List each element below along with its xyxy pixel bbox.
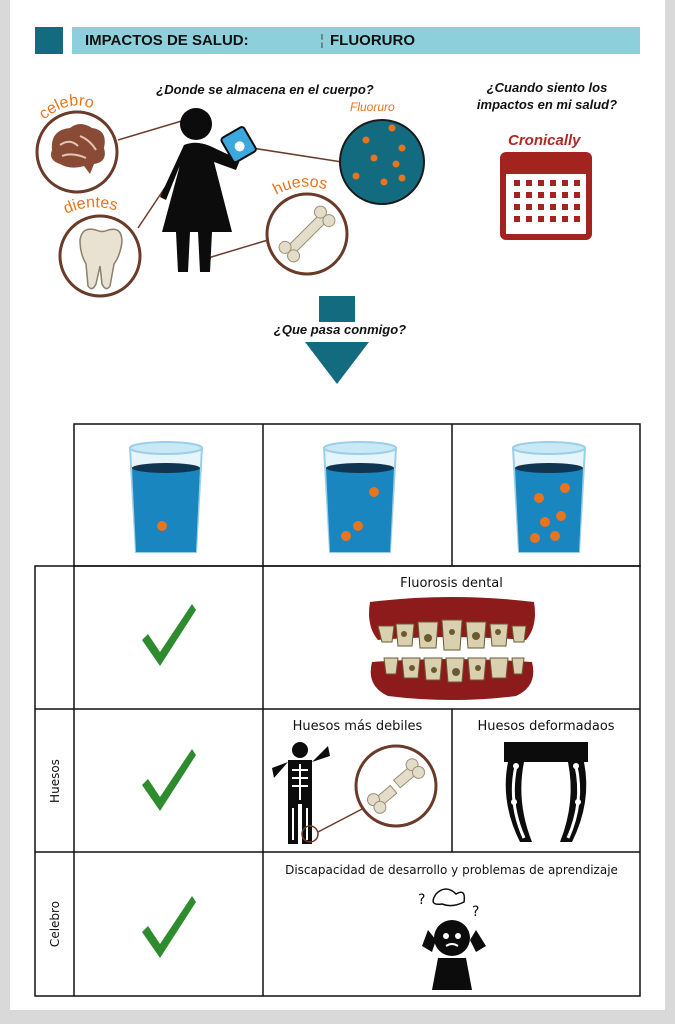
header-square: [35, 27, 63, 54]
header-separator: ¦: [320, 32, 324, 49]
glass-fluoride-dots: [157, 483, 570, 543]
fluoride-dot: [157, 521, 167, 531]
weak-bones-skeleton-icon: [272, 742, 438, 844]
effect-developmental-disability: Discapacidad de desarrollo y problemas d…: [285, 863, 618, 877]
header-label: IMPACTOS DE SALUD:: [85, 32, 249, 49]
check-icon-brain: [142, 896, 196, 958]
header-substance: FLUORURO: [330, 32, 415, 49]
tooth-icon: [58, 214, 142, 298]
timing-question-line1: ¿Cuando siento los: [486, 80, 608, 95]
fluoride-dot: [369, 487, 379, 497]
down-arrow-icon: [305, 296, 369, 384]
label-teeth: dientes: [61, 194, 119, 217]
svg-text:?: ?: [472, 904, 479, 920]
brain-icon: [35, 110, 119, 194]
header-bar: [72, 27, 640, 54]
deformed-bones-icon: [504, 742, 588, 842]
glass-medium-icon: [322, 441, 398, 553]
storage-question: ¿Donde se almacena en el cuerpo?: [156, 82, 374, 97]
row-label-brain: Celebro: [48, 900, 62, 948]
fluorosis-teeth-icon: [369, 597, 535, 700]
row-label-bones: Huesos: [48, 759, 62, 803]
fluoride-dot: [341, 531, 351, 541]
hand-glass-icon: [220, 126, 257, 164]
fluoride-dot: [534, 493, 544, 503]
svg-text:?: ?: [418, 892, 425, 908]
fluoride-dot: [560, 483, 570, 493]
check-icon-dental: [142, 604, 196, 666]
effect-deformed-bones: Huesos deformadaos: [477, 719, 615, 734]
fluoride-label: Fluoruro: [350, 100, 395, 114]
storage-illustration: [35, 108, 425, 298]
organ-labels: celebro dientes huesos: [36, 92, 329, 217]
calendar-icon: [500, 152, 592, 240]
confused-child-icon: ? ?: [418, 888, 486, 990]
svg-text:dientes: dientes: [61, 194, 119, 217]
effects-question: ¿Que pasa conmigo?: [240, 322, 440, 337]
fluoride-dot: [540, 517, 550, 527]
timing-answer: Cronically: [508, 132, 581, 149]
bone-icon: [265, 192, 349, 276]
timing-question-line2: impactos en mi salud?: [476, 97, 618, 112]
check-icon-bones: [142, 749, 196, 811]
fluoride-particles-icon: [339, 119, 425, 205]
effect-dental-fluorosis: Fluorosis dental: [400, 576, 503, 591]
glass-low-icon: [128, 441, 204, 553]
fluoride-dot: [556, 511, 566, 521]
fluoride-dot: [530, 533, 540, 543]
fluoride-dot: [550, 531, 560, 541]
fluoride-dot: [353, 521, 363, 531]
effect-weaker-bones: Huesos más debiles: [292, 719, 423, 734]
woman-drinking-icon: [160, 108, 240, 272]
